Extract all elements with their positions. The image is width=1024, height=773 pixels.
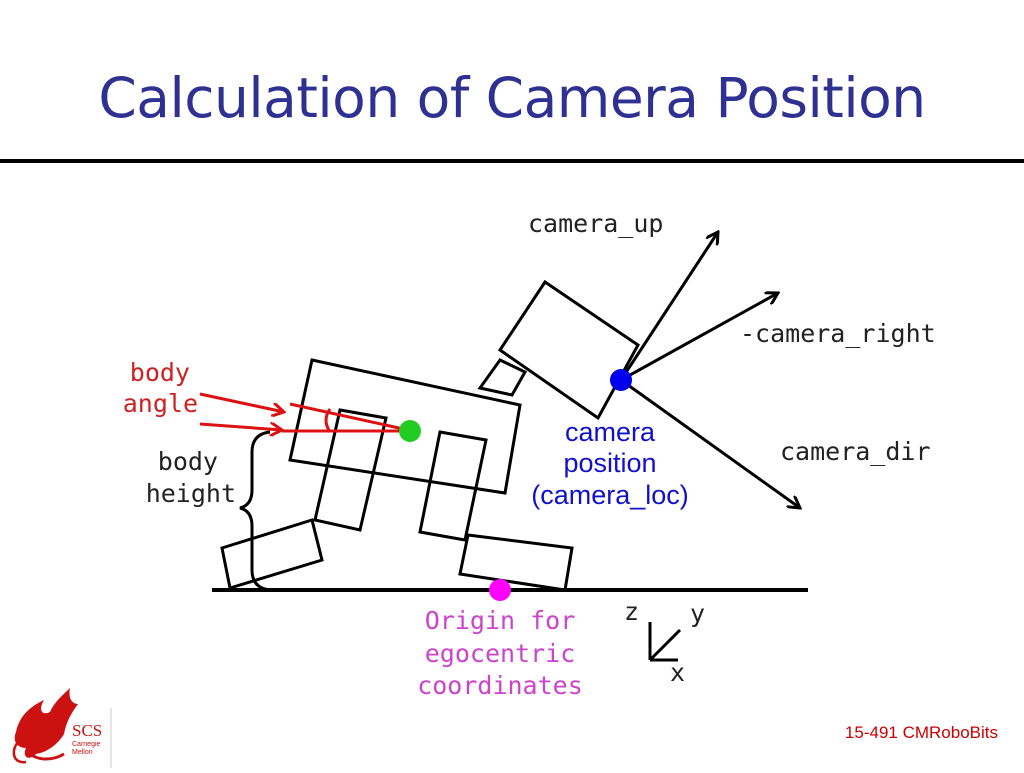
robot-rear-upper-leg xyxy=(313,408,388,532)
footer-course-label: 15-491 CMRoboBits xyxy=(844,723,998,742)
body-angle-label-1: body xyxy=(130,358,190,387)
scs-logo-sub2: Mellon xyxy=(72,749,93,756)
body-center-point xyxy=(399,420,421,442)
title-divider xyxy=(0,159,1024,163)
scs-logo-text: SCS xyxy=(72,721,102,740)
camera-position-label-3: (camera_loc) xyxy=(531,480,689,510)
origin-label-1: Origin for xyxy=(425,606,576,635)
scs-dragon-icon: SCS Carnegie Mellon xyxy=(12,688,112,768)
robot-head xyxy=(497,279,640,421)
camera-position-label-1: camera xyxy=(565,417,656,447)
robot-front-foot xyxy=(458,533,574,592)
origin-label-2: egocentric xyxy=(425,639,576,668)
camera-dir-arrow xyxy=(620,378,800,508)
axis-x-label: x xyxy=(670,658,685,687)
robot-neck xyxy=(477,358,528,397)
axes-icon xyxy=(648,622,682,662)
camera-dir-label: camera_dir xyxy=(780,437,931,466)
body-height-label-1: body xyxy=(158,447,218,476)
body-angle-arrow-2 xyxy=(199,424,282,430)
body-height-label-2: height xyxy=(146,479,236,508)
robot-rear-foot xyxy=(220,518,324,590)
robot-drawing xyxy=(220,279,640,592)
axis-z-label: z xyxy=(624,597,639,626)
camera-right-arrow xyxy=(620,293,778,382)
origin-label-3: coordinates xyxy=(417,671,583,700)
body-angle-arrow-1 xyxy=(199,392,284,412)
camera-up-arrow xyxy=(619,232,718,381)
camera-position-label-2: position xyxy=(563,448,656,478)
body-angle-line-top xyxy=(289,402,409,432)
slide-title: Calculation of Camera Position xyxy=(98,66,926,130)
body-height-brace xyxy=(239,430,271,592)
origin-point xyxy=(489,579,511,601)
camera-up-label: camera_up xyxy=(528,209,663,238)
robot-torso xyxy=(288,358,522,495)
scs-logo: SCS Carnegie Mellon xyxy=(8,682,114,768)
camera-right-label: -camera_right xyxy=(740,319,936,348)
camera-position-point xyxy=(610,369,632,391)
axis-y-label: y xyxy=(690,599,705,628)
robot-front-upper-leg xyxy=(418,430,488,542)
body-angle-label-2: angle xyxy=(123,389,198,418)
scs-logo-sub1: Carnegie xyxy=(72,741,101,748)
